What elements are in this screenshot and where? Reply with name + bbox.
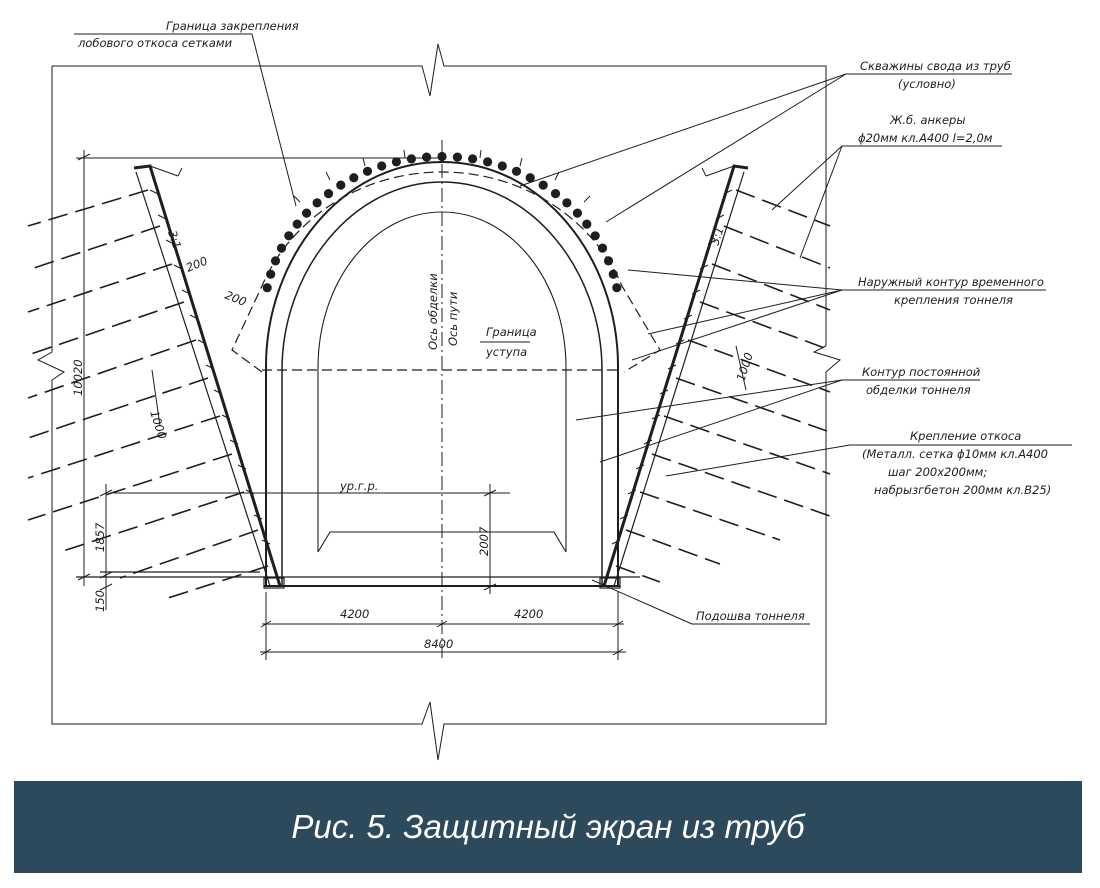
left-anchors (27, 189, 269, 599)
pipe-circle (597, 243, 608, 253)
label-mesh-boundary-2: лобового откоса сетками (77, 36, 233, 50)
pipe-circle (572, 208, 583, 218)
pipe-circle (497, 161, 507, 171)
pipe-circle (612, 283, 622, 293)
pipe-circle (406, 154, 416, 164)
pipe-circle (525, 173, 535, 183)
dim-slope-right: 3:1 (708, 225, 727, 247)
label-anchors-1: Ж.б. анкеры (889, 113, 965, 127)
pipe-circle (538, 180, 548, 190)
label-tunnel-floor: Подошва тоннеля (696, 609, 805, 623)
dim-half-width-right: 4200 (514, 607, 543, 621)
pipe-circle (349, 173, 359, 183)
label-pipe-wells-2: (условно) (898, 77, 956, 91)
right-slope (602, 164, 749, 587)
label-slope-support-4: набрызгбетон 200мм кл.B25) (874, 483, 1051, 497)
leader-lines (74, 33, 1072, 625)
base-lines (76, 157, 640, 587)
pipe-circle (452, 152, 462, 162)
label-slope-support-2: (Металл. сетка ϕ10мм кл.A400 (862, 447, 1048, 461)
label-pipe-wells-1: Скважины свода из труб (860, 59, 1011, 73)
dim-height-150: 150 (93, 590, 107, 612)
pipe-circle (550, 189, 561, 199)
pipe-circle (590, 231, 600, 241)
dim-width-total: 8400 (424, 637, 453, 651)
pipe-circle (302, 208, 312, 218)
right-anchors (615, 189, 831, 583)
pipe-circle (437, 151, 447, 162)
dim-half-width-left: 4200 (340, 607, 369, 621)
pipe-circle (262, 283, 272, 293)
pipe-circle (276, 243, 287, 253)
pipe-circle (323, 189, 334, 199)
dimension-lines (77, 150, 747, 660)
label-slope-support-1: Крепление откоса (910, 429, 1021, 443)
tunnel-portal-drawing: Граница закрепления лобового откоса сетк… (27, 19, 1072, 761)
label-outer-contour-1: Наружный контур временного (858, 275, 1044, 289)
pipe-circle (312, 198, 322, 208)
pipe-circle (603, 256, 614, 266)
pipe-circle (468, 154, 478, 164)
label-ledge-boundary-2: уступа (485, 345, 527, 359)
figure-caption: Рис. 5. Защитный экран из труб (291, 808, 805, 845)
dim-height-1857: 1857 (93, 522, 107, 552)
label-lining-contour-2: обделки тоннеля (866, 383, 971, 397)
pipe-circle (284, 231, 294, 241)
label-mesh-boundary-1: Граница закрепления (166, 19, 299, 33)
label-anchors-2: ϕ20мм кл.A400 l=2,0м (858, 131, 993, 145)
dim-height-2007: 2007 (477, 526, 491, 556)
pipe-circle (292, 219, 302, 229)
label-lining-axis: Ось обделки (426, 273, 440, 350)
dim-height-total: 10020 (71, 359, 85, 396)
label-slope-support-3: шаг 200х200мм; (888, 465, 987, 479)
pipe-circle (266, 269, 276, 279)
dim-anchor-spacing-left: 1000 (147, 409, 169, 441)
label-track-axis: Ось пути (446, 291, 460, 346)
pipe-circle (377, 161, 387, 171)
pipe-circle (270, 256, 281, 266)
dim-offset-200-b: 200 (223, 288, 249, 309)
pipe-circle (608, 269, 618, 279)
pipe-circle (483, 157, 493, 167)
pipe-circle (362, 166, 373, 176)
dim-anchor-spacing-right: 1000 (734, 351, 756, 383)
pipe-circle (336, 180, 346, 190)
pipe-circle (422, 152, 432, 162)
pipe-circle (582, 219, 592, 229)
left-slope (133, 164, 282, 587)
drawing-frame (36, 43, 842, 761)
pipe-circle (391, 157, 401, 167)
label-ledge-boundary-1: Граница (486, 325, 537, 339)
label-outer-contour-2: крепления тоннеля (894, 293, 1013, 307)
label-groundwater-level: ур.г.р. (339, 479, 378, 493)
pipe-circle (562, 198, 572, 208)
dim-offset-200-a: 200 (184, 254, 210, 275)
pipe-circle (511, 166, 522, 176)
caption-bar: Рис. 5. Защитный экран из труб (14, 781, 1082, 873)
label-lining-contour-1: Контур постоянной (862, 365, 981, 379)
pipe-umbrella (262, 151, 622, 293)
dim-slope-left: 3:1 (165, 229, 184, 251)
